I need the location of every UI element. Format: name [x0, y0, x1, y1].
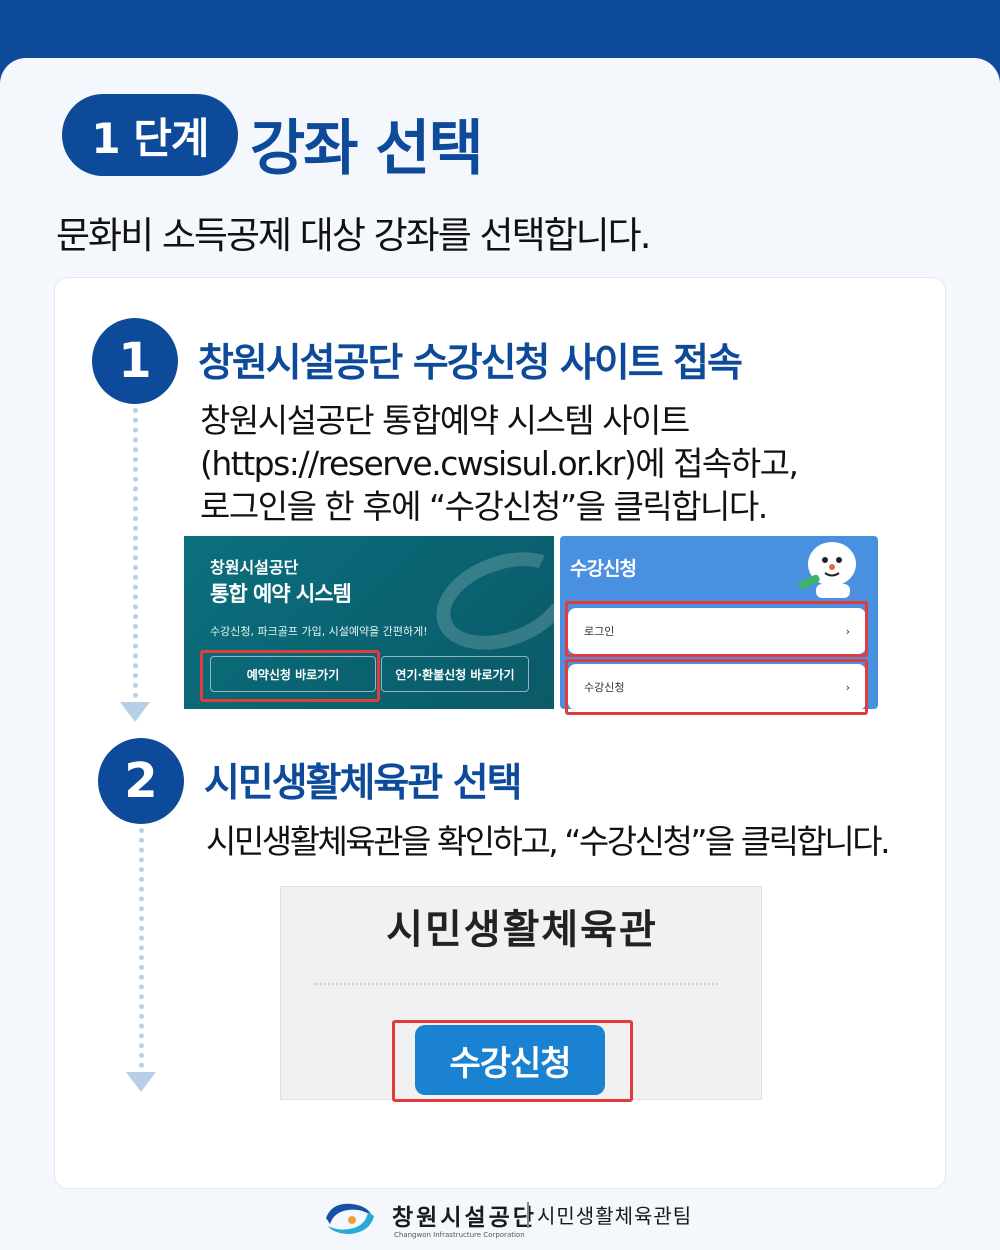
highlight-box-reserve: [200, 650, 380, 702]
step-1-desc-line: 창원시설공단 통합예약 시스템 사이트: [200, 401, 690, 440]
chevron-right-icon: ›: [845, 624, 850, 638]
footer-team-name: 시민생활체육관팀: [537, 1204, 693, 1228]
logo-swoosh-decoration: [422, 536, 554, 668]
step-1-description: 창원시설공단 통합예약 시스템 사이트 (https://reserve.cws…: [200, 399, 799, 528]
sports-center-screenshot: 시민생활체육관 수강신청: [280, 886, 762, 1100]
login-row[interactable]: 로그인 ›: [568, 608, 866, 654]
site-org-name: 창원시설공단: [210, 558, 299, 577]
course-signup-row-label: 수강신청: [584, 681, 625, 694]
sports-center-title: 시민생활체육관: [386, 907, 658, 953]
footer: 창원시설공단 Changwon Infrastructure Corporati…: [322, 1196, 702, 1246]
step-1-desc-line: 로그인을 한 후에 “수강신청”을 클릭합니다.: [200, 487, 768, 526]
step-connector-dots-2: [139, 828, 144, 1068]
step-title: 강좌 선택: [250, 114, 484, 184]
site-tagline: 수강신청, 파크골프 가입, 시설예약을 간편하게!: [210, 625, 428, 638]
step-2-description: 시민생활체육관을 확인하고, “수강신청”을 클릭합니다.: [206, 820, 891, 863]
dotted-divider: [313, 983, 718, 985]
login-row-label: 로그인: [584, 625, 615, 638]
refund-shortcut-button[interactable]: 연기·환불신청 바로가기: [381, 656, 529, 692]
chevron-right-icon: ›: [845, 680, 850, 694]
site-system-name: 통합 예약 시스템: [210, 582, 352, 606]
reserve-shortcut-button[interactable]: 예약신청 바로가기: [210, 656, 376, 692]
step-number-1: 1: [92, 318, 178, 404]
course-signup-button[interactable]: 수강신청: [415, 1025, 605, 1095]
highlight-box-signup: [392, 1020, 633, 1102]
down-arrow-icon: [120, 702, 150, 722]
step-number-2: 2: [98, 738, 184, 824]
step-badge: 1 단계: [62, 94, 238, 176]
course-menu-screenshot: 수강신청 로그인 › 수강신청 ›: [560, 536, 878, 709]
step-1-desc-line: (https://reserve.cwsisul.or.kr)에 접속하고,: [200, 444, 799, 483]
reservation-site-screenshot: 창원시설공단 통합 예약 시스템 수강신청, 파크골프 가입, 시설예약을 간편…: [184, 536, 554, 709]
step-2-title: 시민생활체육관 선택: [204, 761, 522, 806]
down-arrow-icon: [126, 1072, 156, 1092]
course-menu-title: 수강신청: [570, 558, 637, 580]
step-subtitle: 문화비 소득공제 대상 강좌를 선택합니다.: [56, 214, 651, 257]
mascot-icon: [798, 542, 856, 598]
footer-divider: [527, 1202, 529, 1228]
step-connector-dots-1: [133, 408, 138, 698]
org-logo-icon: [326, 1203, 374, 1234]
highlight-box-course: [565, 659, 868, 715]
step-2-desc-line: 시민생활체육관을 확인하고, “수강신청”을 클릭합니다.: [206, 822, 891, 861]
footer-org-name: 창원시설공단: [392, 1205, 537, 1231]
footer-org-name-en: Changwon Infrastructure Corporation: [394, 1231, 525, 1239]
course-signup-row[interactable]: 수강신청 ›: [568, 664, 866, 709]
step-1-title: 창원시설공단 수강신청 사이트 접속: [198, 341, 743, 386]
highlight-box-login: [565, 601, 868, 657]
